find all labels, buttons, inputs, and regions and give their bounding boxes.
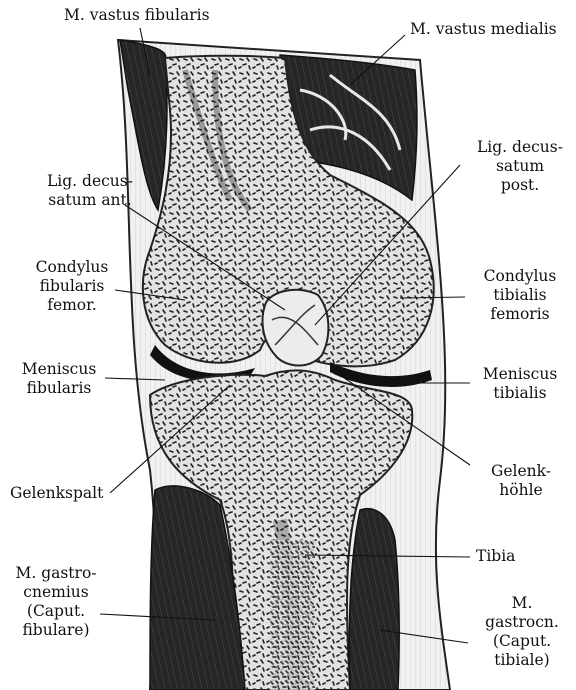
label-gastrocnemius-tibiale: M. gastrocn. (Caput. tibiale) bbox=[470, 594, 574, 670]
label-lig-decussatum-post: Lig. decus- satum post. bbox=[465, 138, 575, 195]
label-gastrocnemius-fibulare: M. gastro- cnemius (Caput. fibulare) bbox=[0, 564, 112, 640]
gastrocnemius-tibiale-muscle bbox=[349, 509, 399, 690]
label-tibia: Tibia bbox=[476, 547, 515, 566]
label-meniscus-fibularis: Meniscus fibularis bbox=[10, 360, 108, 398]
label-vastus-fibularis: M. vastus fibularis bbox=[64, 6, 210, 25]
label-meniscus-tibialis: Meniscus tibialis bbox=[470, 365, 570, 403]
label-gelenkhoehle: Gelenk- höhle bbox=[476, 462, 566, 500]
label-vastus-medialis: M. vastus medialis bbox=[410, 20, 557, 39]
label-condylus-fibularis: Condylus fibularis femor. bbox=[20, 258, 124, 315]
label-condylus-tibialis: Condylus tibialis femoris bbox=[468, 267, 572, 324]
label-lig-decussatum-ant: Lig. decus- satum ant. bbox=[20, 172, 160, 210]
label-gelenkspalt: Gelenkspalt bbox=[10, 484, 103, 503]
